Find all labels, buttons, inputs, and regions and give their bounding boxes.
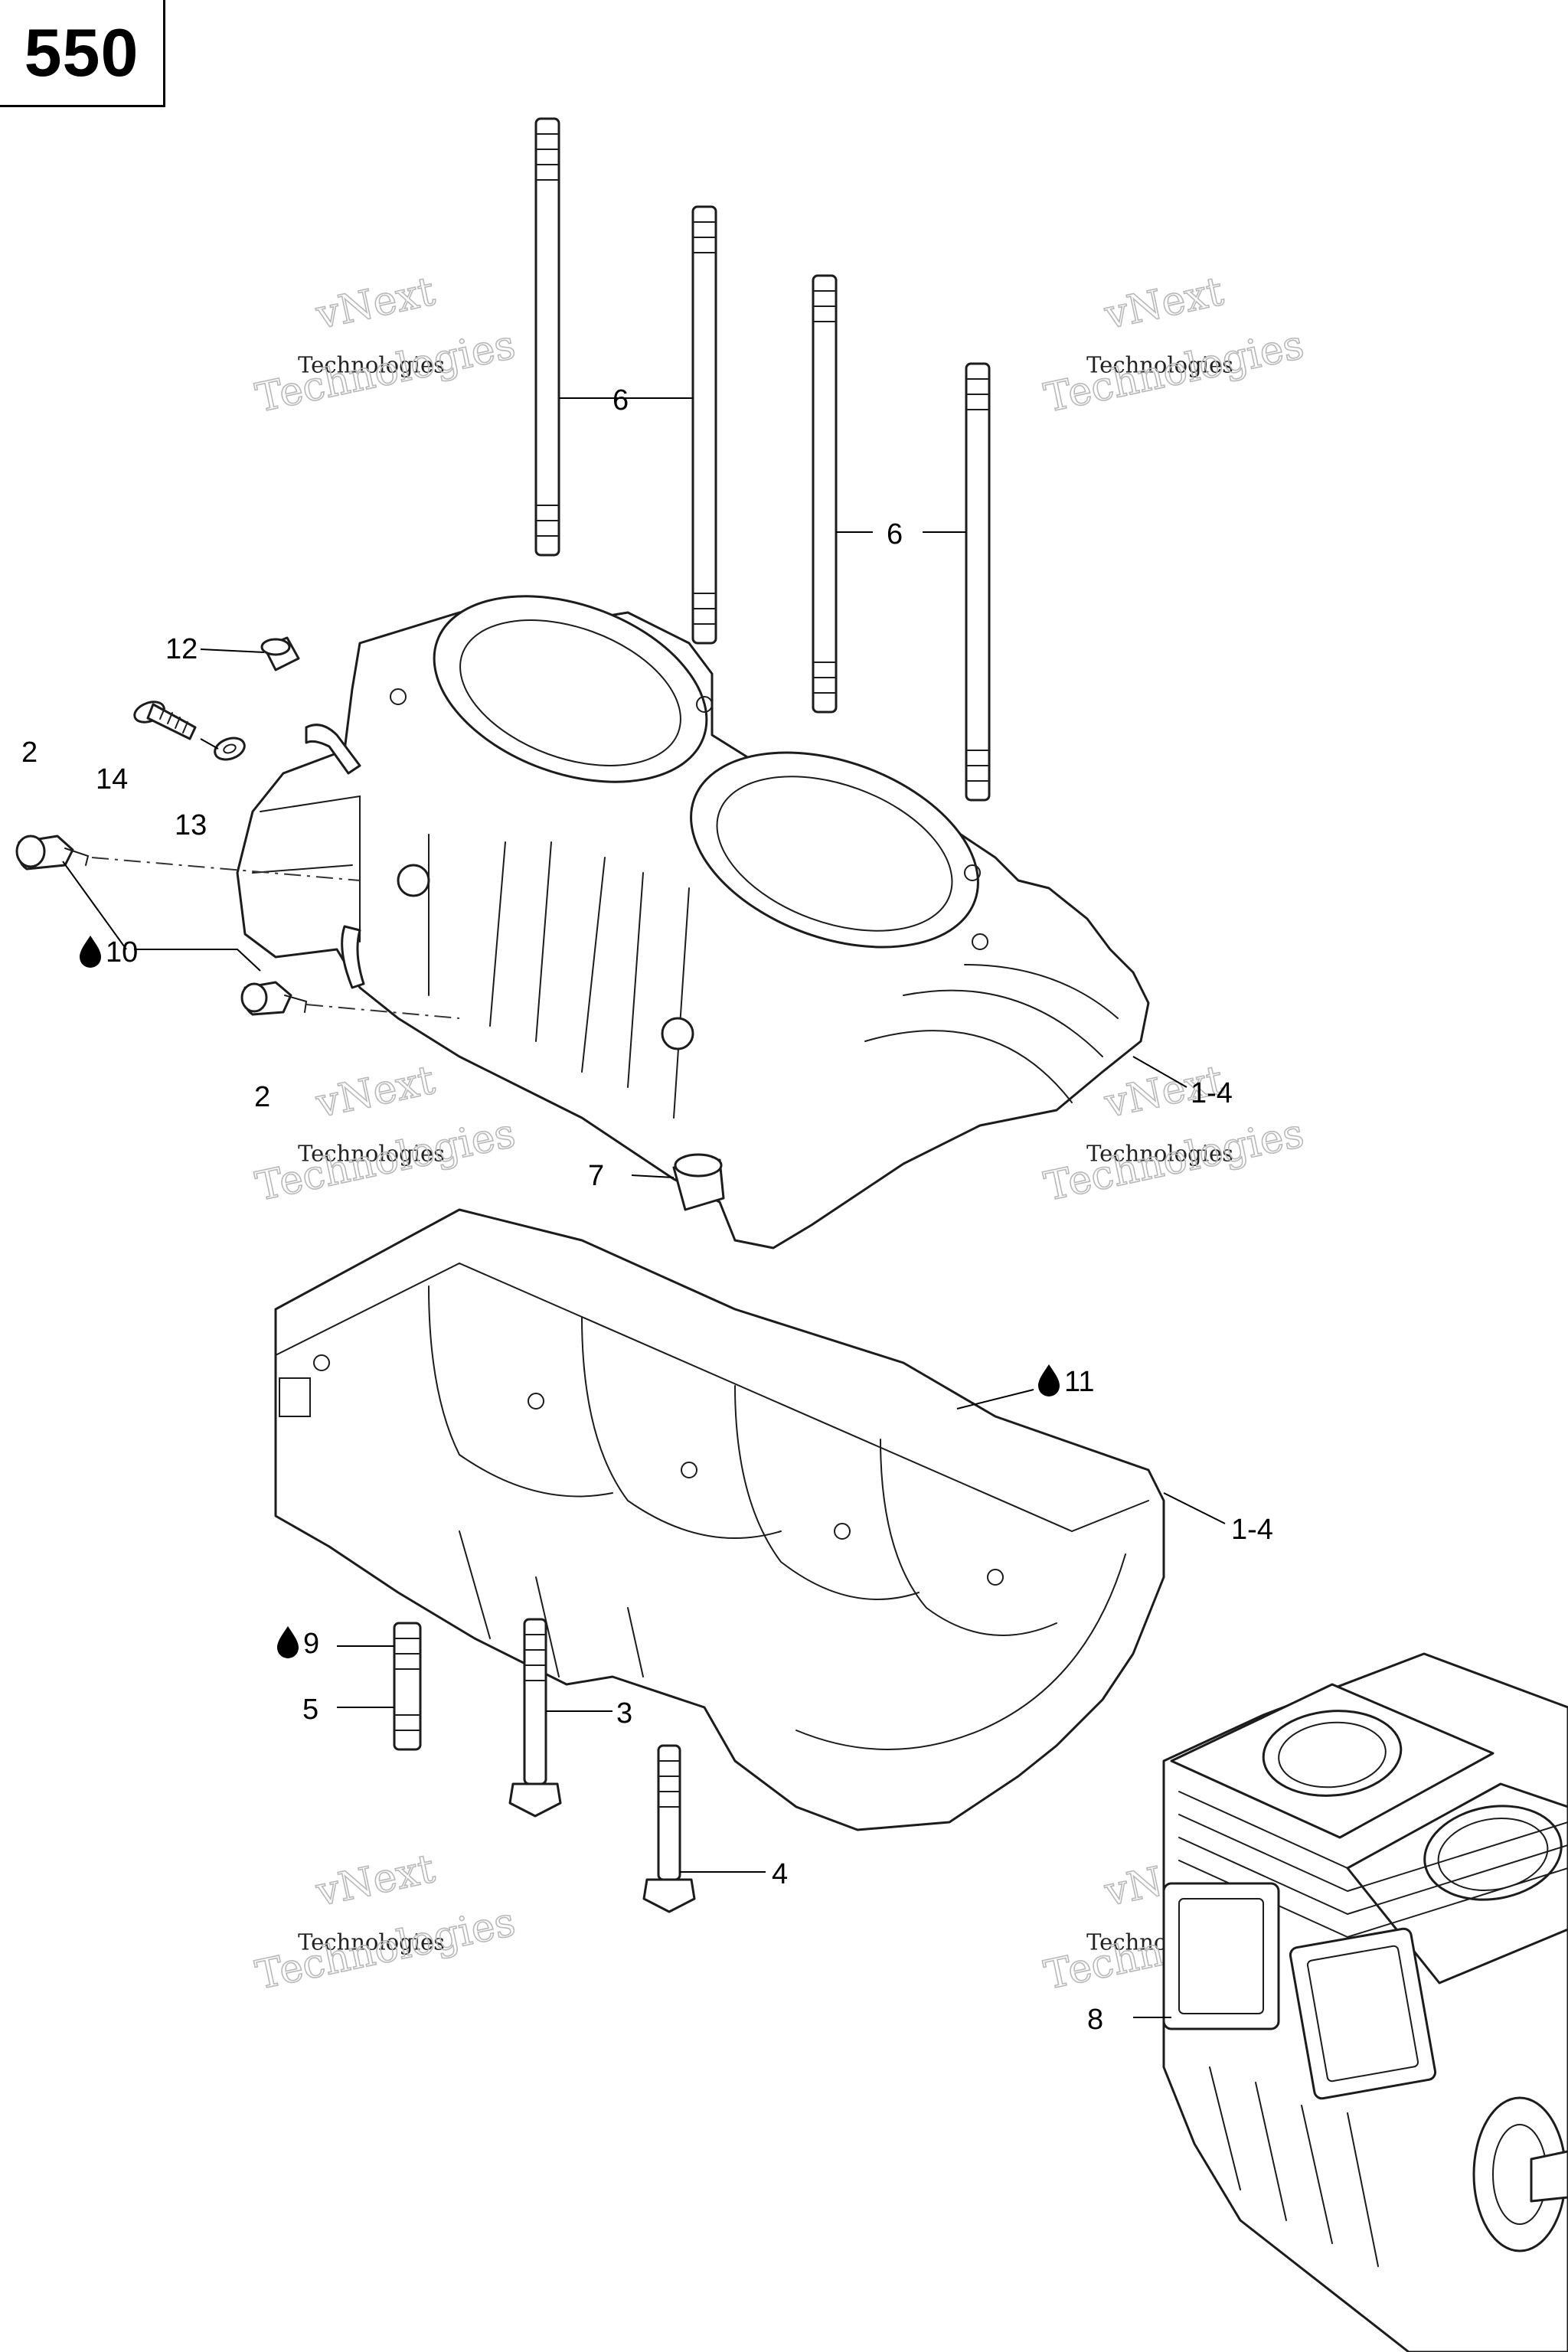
engine-assembly — [1162, 1652, 1568, 2352]
watermark-word-top: vNext — [312, 1846, 439, 1916]
alignment-line-bottom — [305, 1004, 460, 1019]
upper-crankcase — [236, 595, 1150, 1250]
seal-7 — [672, 1153, 725, 1211]
watermark-3: vNext Technologies Technologies — [251, 1057, 520, 1211]
leader-lines — [62, 397, 1226, 2018]
watermark-caption: Technologies — [1086, 1140, 1233, 1166]
oil-drop-icon — [277, 1626, 299, 1658]
bolt-3 — [508, 1618, 562, 1818]
callout-13: 13 — [175, 809, 207, 841]
page-number: 550 — [24, 14, 139, 90]
callout-7: 7 — [588, 1160, 604, 1192]
callout-6-left: 6 — [612, 384, 629, 416]
watermark-caption: Technologies — [298, 1929, 445, 1955]
watermark-word-top: vNext — [1100, 269, 1227, 338]
oil-drop-icon — [80, 936, 101, 968]
long-stud-1 — [534, 117, 560, 557]
screw-14 — [133, 701, 197, 740]
long-stud-2 — [691, 205, 717, 645]
washer-13 — [214, 737, 246, 761]
dowel-12 — [260, 636, 300, 671]
lower-crankcase — [274, 1208, 1165, 1831]
watermark-word-bottom: Technologies — [252, 1111, 519, 1210]
callout-1-4-upper: 1-4 — [1191, 1077, 1233, 1109]
watermark-word-bottom: Technologies — [1040, 322, 1308, 422]
page-number-badge: 550 — [0, 0, 165, 107]
callout-2-top: 2 — [21, 737, 38, 769]
callout-8: 8 — [1087, 2004, 1103, 2036]
watermark-word-top: vNext — [312, 269, 439, 338]
watermark-word-bottom: Technologies — [252, 1900, 519, 1999]
fitting-2-bottom — [240, 981, 308, 1016]
watermark-1: vNext Technologies Technologies — [251, 268, 520, 423]
watermark-caption: Technologies — [298, 351, 445, 377]
alignment-line-top — [91, 857, 361, 881]
callout-3: 3 — [616, 1697, 632, 1730]
watermark-word-bottom: Technologies — [252, 322, 519, 422]
callout-4: 4 — [772, 1858, 788, 1890]
callout-12: 12 — [165, 633, 198, 665]
callout-11-group: 11 — [1038, 1364, 1094, 1398]
long-stud-4 — [965, 362, 991, 802]
callout-1-4-lower: 1-4 — [1231, 1514, 1273, 1546]
callout-9: 9 — [303, 1628, 319, 1660]
watermark-5: vNext Technologies Technologies — [251, 1845, 520, 2000]
callout-6-right: 6 — [887, 518, 903, 550]
fitting-2-top — [15, 835, 90, 871]
callout-9-group: 9 — [277, 1626, 319, 1660]
callout-10: 10 — [106, 936, 138, 969]
watermark-2: vNext Technologies Technologies — [1040, 268, 1308, 423]
watermark-caption: Technologies — [1086, 351, 1233, 377]
oil-drop-icon — [1038, 1364, 1060, 1396]
watermark-caption: Technologies — [298, 1140, 445, 1166]
watermark-word-top: vNext — [312, 1057, 439, 1127]
watermark-word-bottom: Technologies — [1040, 1111, 1308, 1210]
stud-5 — [393, 1622, 422, 1751]
callout-2-bottom: 2 — [254, 1081, 270, 1113]
callout-10-group: 10 — [80, 936, 138, 969]
long-stud-3 — [812, 274, 838, 714]
bolt-4 — [642, 1744, 696, 1913]
callout-14: 14 — [96, 763, 128, 795]
callout-11: 11 — [1064, 1366, 1094, 1398]
callout-5: 5 — [302, 1694, 318, 1726]
